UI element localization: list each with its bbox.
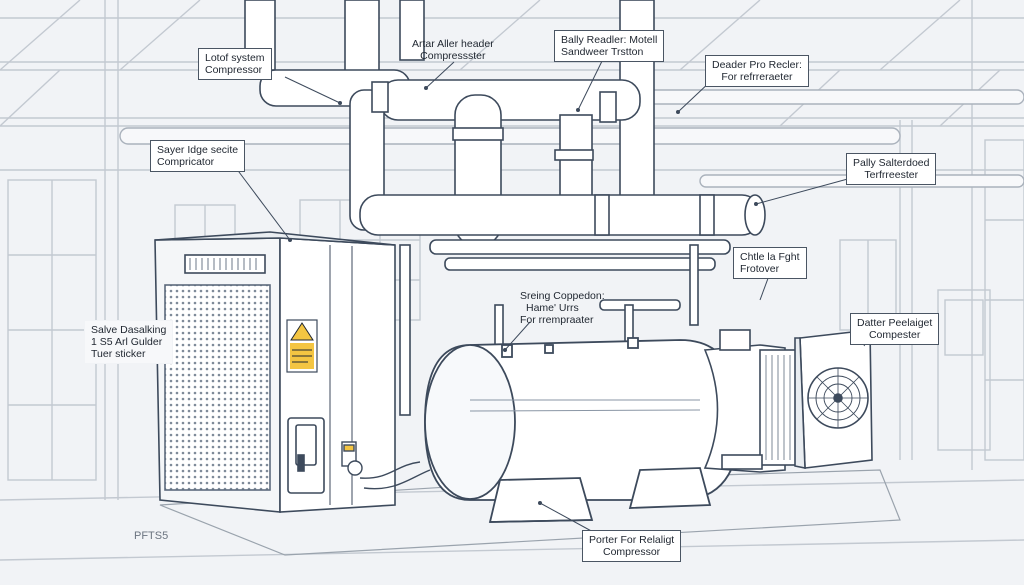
floor-tag: PFTS5	[134, 530, 169, 542]
callout-line: Terfrreester	[864, 169, 919, 181]
callout-line: Sandweer Trstton	[561, 46, 644, 58]
callout-lotof-system: Lotof system Compressor	[198, 48, 272, 80]
horizontal-receiver-tank	[424, 337, 741, 523]
callout-line: Deader Pro Recler:	[712, 59, 802, 71]
callout-deader-pro: Deader Pro Recler: For refrreraeter	[705, 55, 809, 87]
callout-line: Datter Peelaiget	[857, 317, 933, 329]
callout-line: Porter For Relaligt	[589, 534, 675, 546]
callout-artar-aller: Artar Aller header Compressster	[412, 38, 494, 62]
callout-salve-dasalking: Salve Dasalking 1 S5 Arl Gulder Tuer sti…	[84, 320, 174, 364]
fan-unit-right	[794, 329, 873, 469]
callout-line: Frotover	[740, 263, 780, 275]
callout-pally-salter: Pally Salterdoed Terfrreester	[846, 153, 937, 185]
fan-grille-icon	[164, 284, 271, 491]
callout-line: For refrreraeter	[721, 71, 793, 83]
callout-line: Artar Aller header	[412, 38, 494, 50]
air-cooled-condenser-unit	[154, 231, 396, 513]
callout-line: Compressor	[205, 64, 263, 76]
callout-porter-relaligt: Porter For Relaligt Compressor	[582, 530, 682, 562]
callout-line: Tuer sticker	[91, 348, 146, 360]
warning-sticker-icon	[286, 319, 318, 373]
callout-line: Lotof system	[205, 52, 265, 64]
compressor-motor-assembly	[703, 329, 803, 473]
callout-line: Compricator	[157, 156, 215, 168]
callout-line: Compressor	[603, 546, 661, 558]
callout-line: Sreing Coppedon:	[520, 290, 605, 302]
callout-line: 1 S5 Arl Gulder	[91, 336, 163, 348]
leader-markers	[288, 86, 758, 505]
callout-line: Sayer Idge secite	[157, 144, 239, 156]
pressure-gauge-icon	[341, 441, 431, 490]
callout-line: Pally Salterdoed	[853, 157, 930, 169]
callout-line: Hame' Urrs	[526, 302, 579, 314]
callout-sreing: Sreing Coppedon: Hame' Urrs For rrempraa…	[520, 290, 605, 326]
callout-bally-readler: Bally Readler: Motell Sandweer Trstton	[554, 30, 665, 62]
callout-line: Salve Dasalking	[91, 324, 167, 336]
callout-line: Compester	[868, 329, 921, 341]
callout-line: Chtle la Fght	[740, 251, 800, 263]
callout-datter-peelaiget: Datter Peelaiget Compester	[850, 313, 940, 345]
callout-line: Compressster	[420, 50, 486, 62]
building-structure	[0, 0, 1024, 561]
callout-line: Bally Readler: Motell	[561, 34, 658, 46]
callout-chtle-fight: Chtle la Fght Frotover	[733, 247, 807, 279]
callout-sayer-idge: Sayer Idge secite Compricator	[150, 140, 246, 172]
callout-line: For rrempraater	[520, 314, 594, 326]
